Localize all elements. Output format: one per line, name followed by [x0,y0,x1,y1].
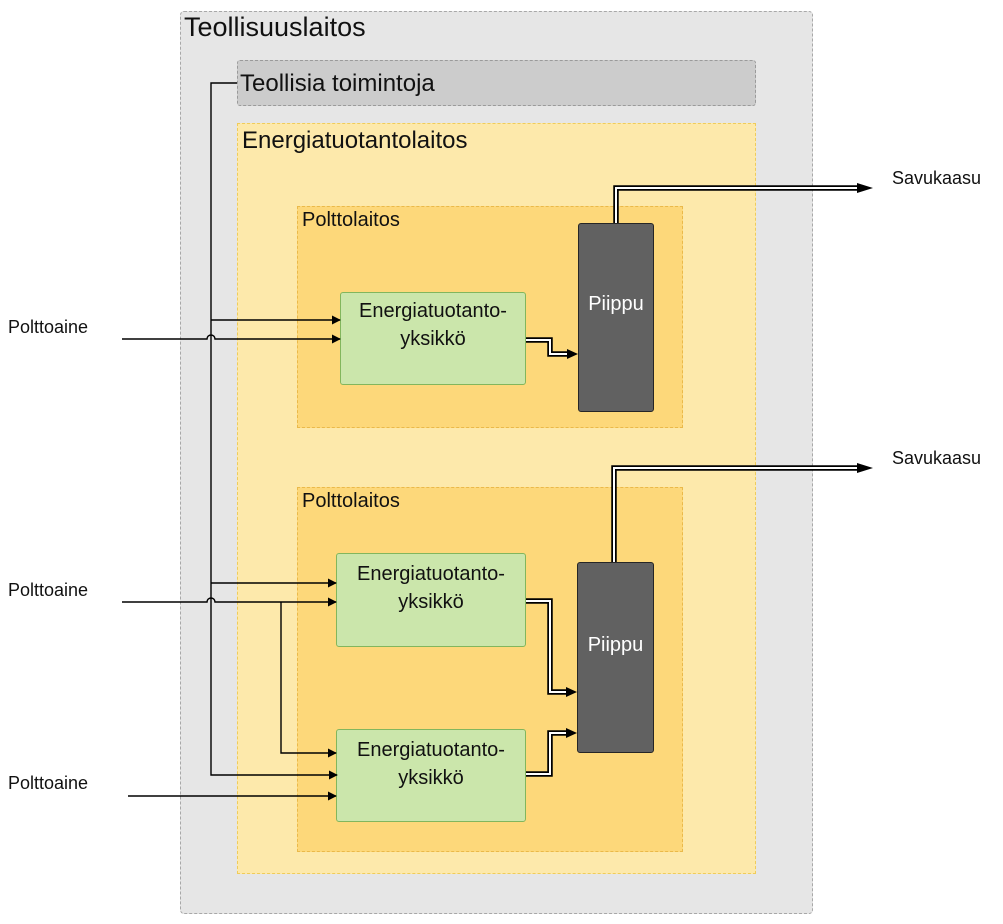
fuel-label-1: Polttoaine [8,317,89,337]
flue-gas-label-1: Savukaasu [892,168,982,188]
energy-unit-1: Energiatuotanto- yksikkö [340,292,526,385]
stack-1-label: Piippu [588,293,644,315]
energy-unit-2a-line1: Energiatuotanto- [357,563,505,585]
fuel-line-2 [122,597,337,607]
fuel-label-2: Polttoaine [8,580,89,600]
arrowhead-flue-gas-1 [857,183,873,193]
fuel-split-2b [280,602,337,758]
stack-2: Piippu [577,562,654,753]
stack-1: Piippu [578,223,654,412]
stack-2-label: Piippu [587,634,644,656]
fuel-label-3: Polttoaine [8,773,89,793]
energy-unit-2b-line2: yksikkö [398,767,464,789]
energy-unit-2b-line1: Energiatuotanto- [357,739,505,761]
combustion-plant-1-label: Polttolaitos [302,209,400,231]
fuel-line-1 [122,334,341,344]
arrowhead-unit2a-stack2 [566,687,577,697]
combustion-plant-2-label: Polttolaitos [302,490,400,512]
industrial-activities-box [237,60,756,106]
energy-unit-2a-line2: yksikkö [398,591,464,613]
flue-gas-label-2: Savukaasu [892,448,982,468]
activities-bus-line [210,82,338,780]
industrial-plant-label: Teollisuuslaitos [184,12,366,42]
energy-unit-1-line2: yksikkö [400,328,466,350]
energy-unit-2b: Energiatuotanto- yksikkö [336,729,526,822]
energy-unit-1-line1: Energiatuotanto- [359,300,507,322]
arrowhead-unit2b-stack2 [566,728,577,738]
energy-unit-2a: Energiatuotanto- yksikkö [336,553,526,647]
arrowhead-flue-gas-2 [857,463,873,473]
industrial-activities-label: Teollisia toimintoja [240,70,435,97]
energy-plant-label: Energiatuotantolaitos [242,127,468,154]
arrowhead-unit1-stack1 [567,349,578,359]
